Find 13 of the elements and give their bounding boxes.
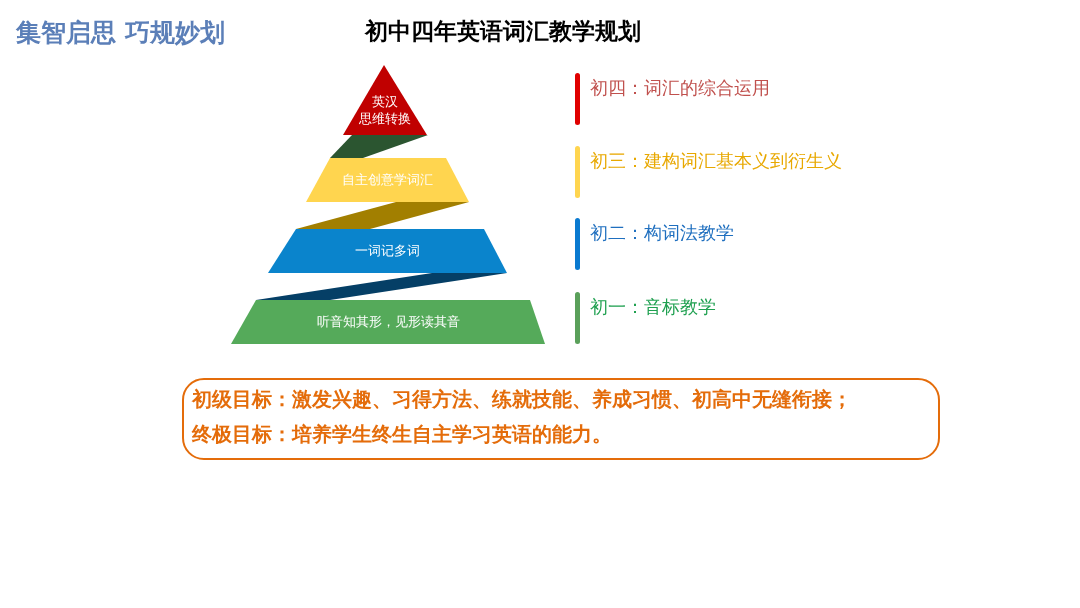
goal-text: 终极目标：培养学生终生自主学习英语的能力。 (192, 421, 612, 448)
stage-label: 初二：构词法教学 (590, 221, 734, 245)
level-label: 一词记多词 (354, 242, 421, 259)
slogan: 集智启思 巧规妙划 (16, 17, 225, 49)
level-label: 听音知其形，见形读其音 (315, 313, 461, 330)
goal-text: 初级目标：激发兴趣、习得方法、练就技能、养成习惯、初高中无缝衔接； (192, 386, 852, 413)
goal-box (182, 378, 940, 460)
stage-label: 初三：建构词汇基本义到衍生义 (590, 149, 842, 173)
title: 初中四年英语词汇教学规划 (365, 17, 641, 46)
stage-label: 初一：音标教学 (590, 295, 716, 319)
stage-label: 初四：词汇的综合运用 (590, 76, 770, 100)
level-label: 自主创意学词汇 (341, 171, 434, 188)
level-label: 英汉思维转换 (358, 93, 412, 127)
